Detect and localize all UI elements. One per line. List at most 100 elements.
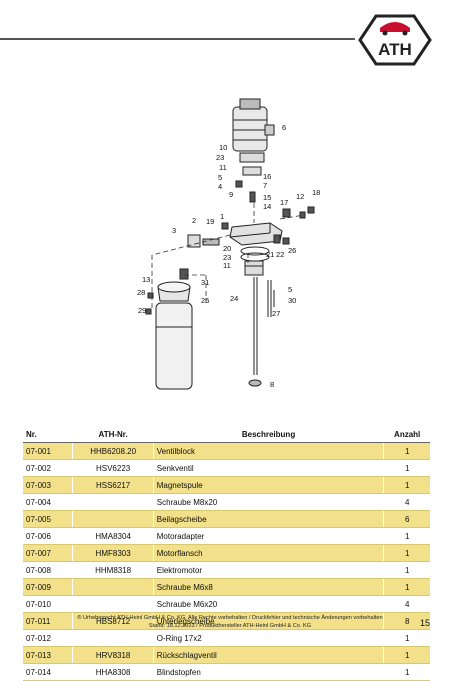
callout-11b: 13 — [142, 275, 150, 284]
cell-description: Beilagscheibe — [152, 510, 384, 528]
callout-19: 8 — [270, 380, 274, 389]
cell-quantity: 1 — [383, 527, 430, 545]
cell-ath-nr: HHM8318 — [72, 561, 154, 579]
callout-22: 20 — [223, 244, 231, 253]
cell-description: Motoradapter — [152, 527, 384, 545]
table-row: 07-005 Beilagscheibe 6 — [23, 510, 430, 528]
callout-14: 18 — [312, 188, 320, 197]
table-row: 07-009 Schraube M6x8 1 — [23, 578, 430, 596]
col-header-nr: Nr. — [23, 426, 73, 443]
cell-ath-nr: HBS8712 — [72, 612, 154, 630]
cell-ath-nr — [72, 578, 154, 596]
car-icon — [380, 22, 410, 32]
copyright-footer: ® Urheberrecht ATH-Heinl GmbH & Co. KG, … — [40, 614, 420, 630]
table-row: 07-002 HSV6223 Senkventil 1 — [23, 459, 430, 477]
motor-adapter — [242, 166, 262, 176]
cell-nr: 07-004 — [23, 493, 73, 511]
cell-quantity: 4 — [383, 595, 430, 613]
table-row: 07-010 Schraube M6x20 4 — [23, 595, 430, 613]
cell-ath-nr — [72, 493, 154, 511]
table-row: 07-008 HHM8318 Elektromotor 1 — [23, 561, 430, 579]
footer-copyright-line: ® Urheberrecht ATH-Heinl GmbH & Co. KG, … — [77, 615, 383, 621]
cell-quantity: 1 — [383, 442, 430, 460]
cell-quantity: 1 — [383, 476, 430, 494]
callout-10: 10 — [219, 143, 227, 152]
pump — [244, 260, 264, 276]
col-header-quantity: Anzahl — [383, 426, 430, 443]
cell-quantity: 1 — [383, 663, 430, 681]
cell-description: Magnetspule — [152, 476, 384, 494]
cell-description: Ventilblock — [152, 442, 384, 460]
callout-21: 15 — [263, 193, 271, 202]
cell-nr: 07-001 — [23, 442, 73, 460]
callout-5: 5 — [218, 173, 222, 182]
cell-quantity: 1 — [383, 561, 430, 579]
table-row: 07-003 HSS6217 Magnetspule 1 — [23, 476, 430, 494]
callout-29: 23 — [223, 253, 231, 262]
cell-ath-nr: HSS6217 — [72, 476, 154, 494]
callout-1: 1 — [220, 212, 224, 221]
cell-description: O-Ring 17x2 — [152, 629, 384, 647]
cell-ath-nr: HMA8304 — [72, 527, 154, 545]
callout-26: 22 — [276, 250, 284, 259]
cell-quantity: 8 — [383, 612, 430, 630]
table-row: 07-014 HHA8308 Blindstopfen 1 — [23, 663, 430, 681]
cell-nr: 07-011 — [23, 612, 73, 630]
cell-description: Senkventil — [152, 459, 384, 477]
callout-27: 21 — [266, 250, 274, 259]
callout-30: 30 — [288, 296, 296, 305]
callout-9: 9 — [229, 190, 233, 199]
header-rule — [0, 38, 355, 40]
callout-24: 29 — [138, 306, 146, 315]
callout-18: 24 — [230, 294, 238, 303]
callout-15: 17 — [280, 198, 288, 207]
callout-11: 11 — [219, 163, 227, 172]
callout-2: 2 — [192, 216, 196, 225]
cell-description: Blindstopfen — [152, 663, 384, 681]
solenoid-coil — [187, 234, 201, 248]
cell-quantity: 4 — [383, 493, 430, 511]
callout-8: 6 — [282, 123, 286, 132]
cell-nr: 07-006 — [23, 527, 73, 545]
callout-31: 31 — [201, 278, 209, 287]
cell-quantity: 1 — [383, 629, 430, 647]
table-header-row: Nr. ATH-Nr. Beschreibung Anzahl — [23, 426, 430, 443]
callout-5b: 5 — [288, 285, 292, 294]
table-row: 07-007 HMF8303 Motorflansch 1 — [23, 544, 430, 562]
logo-text: ATH — [378, 40, 412, 59]
cell-nr: 07-014 — [23, 663, 73, 681]
electric-motor — [232, 106, 268, 152]
motor-flange — [239, 152, 265, 163]
callout-7: 16 — [263, 172, 271, 181]
cell-nr: 07-007 — [23, 544, 73, 562]
page-number: 15 — [420, 618, 431, 628]
oil-tank — [155, 302, 193, 390]
cell-nr: 07-008 — [23, 561, 73, 579]
cell-nr: 07-009 — [23, 578, 73, 596]
table-row: 07-012 O-Ring 17x2 1 — [23, 629, 430, 647]
callout-3: 3 — [172, 226, 176, 235]
footer-date-line: Stand: 18.12.2023 / Produkthersteller AT… — [148, 623, 312, 629]
callout-23b: 28 — [137, 288, 145, 297]
cell-quantity: 1 — [383, 459, 430, 477]
callout-20: 25 — [201, 296, 209, 305]
table-row: 07-001 HHB6208.20 Ventilblock 1 — [23, 442, 430, 460]
cell-nr: 07-012 — [23, 629, 73, 647]
cell-quantity: 1 — [383, 578, 430, 596]
callout-13: 14 — [263, 202, 271, 211]
cell-ath-nr: HHB6208.20 — [72, 442, 154, 460]
exploded-parts-diagram: 6 10 23 11 5 4 16 7 9 15 14 17 12 18 1 1… — [137, 98, 320, 390]
cell-ath-nr: HMF8303 — [72, 544, 154, 562]
cell-ath-nr: HSV6223 — [72, 459, 154, 477]
ath-logo: ATH — [358, 14, 432, 66]
cell-description: Schraube M8x20 — [152, 493, 384, 511]
cell-ath-nr: HRV8318 — [72, 646, 154, 664]
callout-16: 11 — [223, 261, 231, 270]
cell-quantity: 6 — [383, 510, 430, 528]
cell-nr: 07-010 — [23, 595, 73, 613]
parts-table: Nr. ATH-Nr. Beschreibung Anzahl 07-001 H… — [23, 426, 430, 681]
cell-description: Schraube M6x20 — [152, 595, 384, 613]
cell-nr: 07-002 — [23, 459, 73, 477]
cell-description: Schraube M6x8 — [152, 578, 384, 596]
callout-6: 7 — [263, 181, 267, 190]
